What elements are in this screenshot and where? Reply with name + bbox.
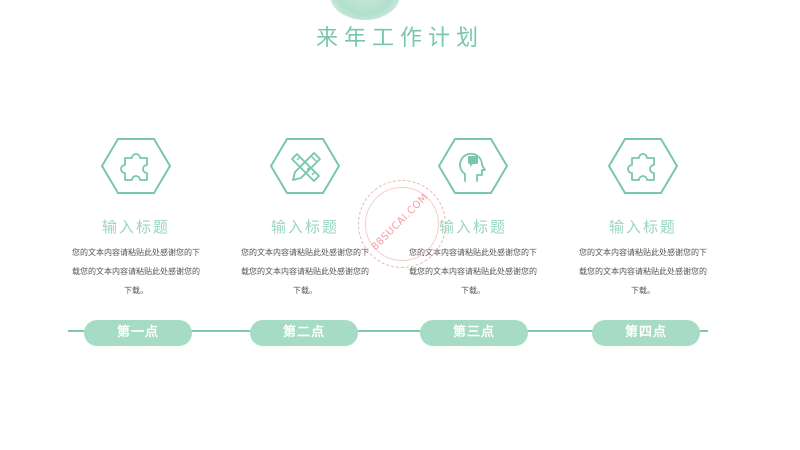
card-1: 输入标题 您的文本内容请粘贴此处感谢您的下载您的文本内容请粘贴此处感谢您的下载。 — [61, 138, 211, 300]
card-title: 输入标题 — [270, 218, 339, 236]
card-3: 输入标题 您的文本内容请粘贴此处感谢您的下载您的文本内容请粘贴此处感谢您的下载。 — [398, 138, 548, 300]
card-description: 您的文本内容请粘贴此处感谢您的下载您的文本内容请粘贴此处感谢您的下载。 — [72, 248, 200, 295]
card-description: 您的文本内容请粘贴此处感谢您的下载您的文本内容请粘贴此处感谢您的下载。 — [579, 248, 707, 295]
timeline-line — [68, 330, 708, 332]
card-2: 输入标题 您的文本内容请粘贴此处感谢您的下载您的文本内容请粘贴此处感谢您的下载。 — [230, 138, 380, 300]
puzzle-icon — [608, 138, 678, 194]
page-title: 来年工作计划 — [315, 26, 484, 51]
timeline-step-1[interactable]: 第一点 — [84, 320, 192, 346]
timeline-step-4[interactable]: 第四点 — [592, 320, 700, 346]
timeline-step-2[interactable]: 第二点 — [250, 320, 358, 346]
timeline-step-3[interactable]: 第三点 — [420, 320, 528, 346]
card-title: 输入标题 — [101, 218, 170, 236]
card-description: 您的文本内容请粘贴此处感谢您的下载您的文本内容请粘贴此处感谢您的下载。 — [241, 248, 369, 295]
pencil-ruler-icon — [270, 138, 340, 194]
head-chat-icon — [438, 138, 508, 194]
puzzle-icon — [101, 138, 171, 194]
card-description: 您的文本内容请粘贴此处感谢您的下载您的文本内容请粘贴此处感谢您的下载。 — [409, 248, 537, 295]
card-title: 输入标题 — [608, 218, 677, 236]
card-4: 输入标题 您的文本内容请粘贴此处感谢您的下载您的文本内容请粘贴此处感谢您的下载。 — [568, 138, 718, 300]
card-title: 输入标题 — [438, 218, 507, 236]
top-decoration-blob — [330, 0, 400, 20]
